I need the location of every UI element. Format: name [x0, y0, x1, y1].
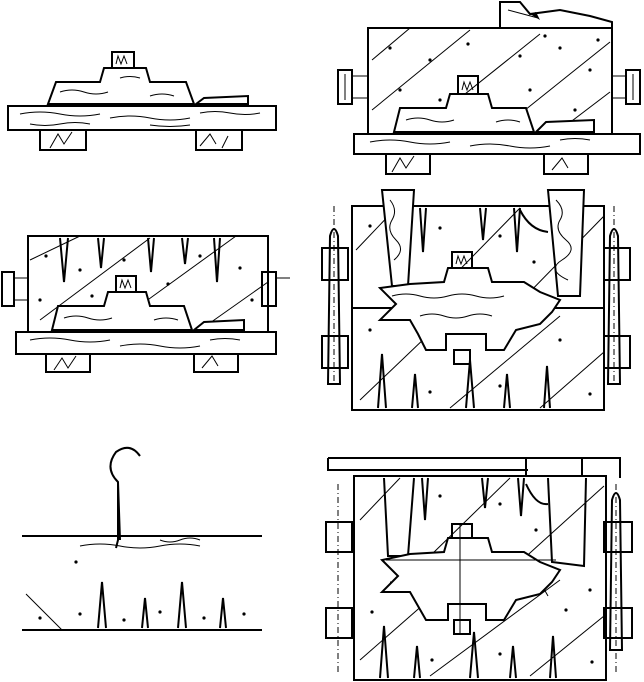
guide-pin-left	[321, 206, 349, 386]
guide-pin-right	[603, 484, 633, 674]
pattern-core-print	[457, 75, 479, 95]
pattern-core-print	[115, 275, 137, 293]
vent-rods-lower	[97, 581, 227, 629]
core-print-upper	[451, 523, 473, 539]
flask-pin-left	[337, 69, 353, 105]
board-support-right	[543, 153, 589, 175]
flask-pin-right	[261, 271, 277, 307]
pouring-basin	[525, 457, 583, 477]
sand-dots-3	[38, 254, 254, 302]
vent-wire	[109, 446, 141, 541]
panel-3-drag-flipped	[1, 235, 290, 373]
riser-pin	[546, 189, 586, 297]
pattern-core-print-lower	[453, 349, 471, 365]
core-print-lower	[453, 619, 471, 635]
panel-4-cope-and-drag	[321, 189, 631, 411]
split-pattern	[377, 267, 562, 351]
bottom-board	[15, 331, 277, 355]
loose-piece	[533, 118, 595, 133]
sand-dots-6	[370, 494, 594, 664]
panel-5-venting	[22, 446, 262, 631]
riser-cup	[525, 483, 549, 506]
guide-pin-left	[325, 484, 353, 674]
sand-dots-5	[38, 560, 246, 622]
excess-sand	[499, 1, 613, 28]
sand-dots-2	[388, 34, 600, 112]
board-support-left	[45, 353, 91, 373]
panel-2-drag-rammed	[337, 1, 641, 175]
board-support-left	[385, 153, 431, 175]
guide-pin-right	[603, 206, 631, 386]
vent-rods	[59, 237, 221, 283]
pattern-core-print-upper	[451, 251, 473, 269]
sand-dots-4	[368, 224, 592, 396]
board-grain	[19, 111, 261, 127]
panel-6-finished-mould	[325, 457, 633, 681]
flask-pin-left	[1, 271, 15, 307]
loose-piece	[191, 318, 245, 331]
mould-cavity	[379, 537, 562, 621]
panel-1-pattern-on-board	[7, 51, 277, 151]
pattern	[46, 67, 196, 105]
mould-weight	[327, 457, 621, 478]
pattern	[392, 93, 536, 133]
loose-piece	[193, 94, 249, 105]
flask-assembly	[353, 475, 607, 681]
riser-cup	[519, 209, 549, 233]
vent-holes	[79, 537, 201, 549]
vent-rods	[379, 477, 557, 679]
flask-pin-right	[625, 69, 641, 105]
molding-board	[353, 133, 641, 155]
board-support-right	[195, 129, 243, 151]
board-support-left	[39, 129, 87, 151]
molding-board	[7, 105, 277, 131]
pattern-core-print	[111, 51, 135, 69]
pattern	[50, 291, 194, 331]
sprue-pin	[380, 189, 416, 287]
board-support-right	[193, 353, 239, 373]
riser-channel	[547, 477, 587, 568]
